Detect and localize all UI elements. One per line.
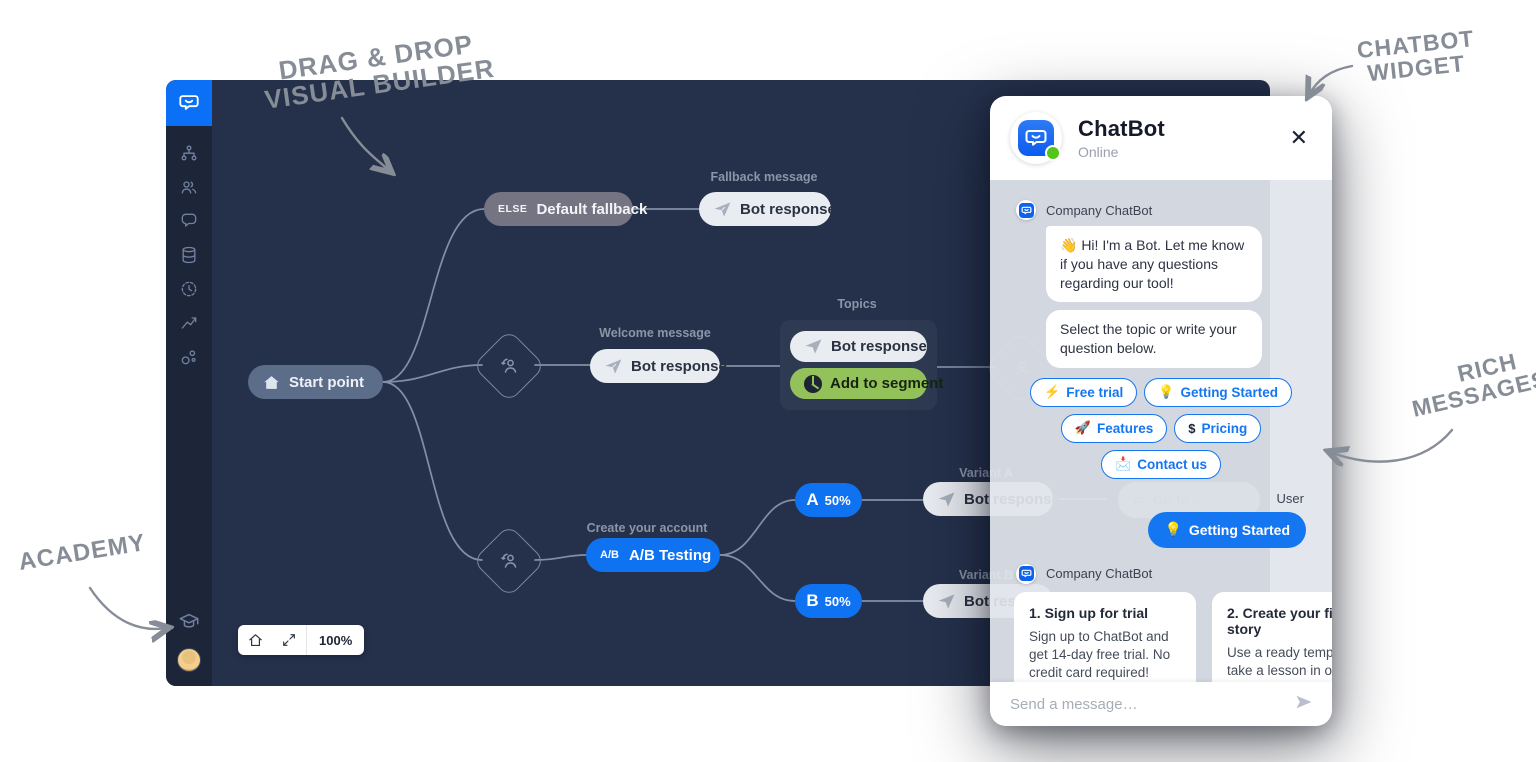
bot-message-header: Company ChatBot — [1016, 200, 1332, 220]
sidebar-item-chats[interactable] — [172, 204, 206, 238]
widget-title: ChatBot — [1078, 116, 1165, 141]
chat-bubble-icon — [181, 213, 197, 227]
bot-avatar — [1016, 563, 1036, 584]
rich-messages-annotation: RICH MESSAGES — [1409, 347, 1536, 423]
sidebar — [166, 80, 212, 686]
chatbot-widget: ChatBot Online ✕ Company ChatBot 👋 Hi! I… — [990, 96, 1332, 726]
segment-pie-icon — [804, 374, 822, 393]
widget-status: Online — [1078, 144, 1119, 160]
features-button[interactable]: 🚀 Features — [1060, 413, 1168, 443]
widget-header: ChatBot Online ✕ — [990, 96, 1332, 180]
user-avatar[interactable] — [177, 648, 201, 672]
bulb-icon: 💡 — [1158, 384, 1175, 400]
user-reply-bubble: 💡 Getting Started — [1148, 511, 1306, 548]
sidebar-item-team[interactable] — [172, 170, 206, 204]
topics-label: Topics — [837, 297, 877, 311]
trend-arrow-icon — [181, 317, 197, 329]
sidebar-item-academy[interactable] — [172, 604, 206, 638]
sidebar-item-history[interactable] — [172, 272, 206, 306]
card-title: 1. Sign up for trial — [1029, 604, 1149, 621]
fallback-bot-response-node[interactable]: Bot response — [699, 192, 836, 226]
sidebar-item-flows[interactable] — [172, 136, 206, 170]
welcome-message-label: Welcome message — [599, 326, 711, 340]
sidebar-item-chatbot-logo[interactable] — [166, 80, 212, 126]
rocket-icon: 🚀 — [1074, 420, 1091, 436]
free-trial-button[interactable]: ⚡ Free trial — [1030, 377, 1138, 407]
academy-cap-icon — [179, 613, 199, 628]
send-icon[interactable] — [1294, 692, 1314, 717]
online-status-dot — [1045, 145, 1061, 161]
card-body: Sign up to ChatBot and get 14-day free t… — [1029, 628, 1171, 681]
sidebar-item-segments[interactable] — [172, 340, 206, 374]
sidebar-item-reports[interactable] — [172, 306, 206, 340]
flows-icon — [181, 145, 197, 161]
user-label: User — [1276, 490, 1304, 506]
rich-message-carousel[interactable]: 1. Sign up for trial Sign up to ChatBot … — [1014, 591, 1332, 682]
topics-group[interactable]: Bot response Add to segment — [780, 320, 943, 410]
expand-icon — [283, 634, 295, 646]
home-icon — [248, 633, 262, 646]
dollar-icon: $ — [1188, 420, 1196, 436]
team-icon — [181, 181, 197, 194]
user-input-node[interactable] — [472, 329, 546, 403]
bulb-icon: 💡 — [1164, 521, 1182, 538]
card-create-story: 2. Create your first story Use a ready t… — [1212, 591, 1332, 682]
add-to-segment-node[interactable]: Add to segment — [790, 368, 943, 399]
getting-started-button[interactable]: 💡 Getting Started — [1144, 377, 1292, 407]
welcome-bot-response-node[interactable]: Bot response — [590, 349, 727, 383]
close-icon[interactable]: ✕ — [1289, 125, 1308, 150]
paper-plane-icon — [714, 201, 731, 217]
card-sign-up: 1. Sign up for trial Sign up to ChatBot … — [1014, 591, 1196, 682]
quick-replies: ⚡ Free trial 💡 Getting Started 🚀 Feature… — [1011, 377, 1311, 479]
contact-us-button[interactable]: 📩 Contact us — [1101, 449, 1221, 479]
bot-message: Select the topic or write your question … — [1046, 310, 1262, 368]
widget-conversation[interactable]: Company ChatBot 👋 Hi! I'm a Bot. Let me … — [990, 180, 1332, 682]
variant-a-node[interactable]: A 50% — [795, 483, 862, 517]
widget-avatar — [1010, 112, 1062, 164]
ab-testing-node[interactable]: A/B A/B Testing — [586, 538, 720, 572]
topics-bot-response-node[interactable]: Bot response — [790, 331, 927, 362]
ab-icon: A/B — [600, 548, 619, 561]
user-interaction-icon — [501, 358, 517, 373]
start-point-node[interactable]: Start point — [248, 365, 383, 399]
message-input[interactable] — [1008, 694, 1294, 714]
card-body: Use a ready template or take a lesson in… — [1227, 644, 1332, 682]
lightning-icon: ⚡ — [1044, 384, 1061, 400]
bot-name: Company ChatBot — [1046, 566, 1153, 582]
bubbles-icon — [181, 350, 196, 365]
home-icon — [264, 375, 279, 389]
database-icon — [182, 246, 196, 264]
fallback-message-label: Fallback message — [710, 170, 818, 184]
home-view-button[interactable] — [238, 625, 272, 655]
variant-b-node[interactable]: B 50% — [795, 584, 862, 618]
paper-plane-icon — [938, 491, 955, 507]
bot-message-header: Company ChatBot — [1016, 563, 1332, 584]
bot-name: Company ChatBot — [1046, 202, 1153, 218]
fit-screen-button[interactable] — [272, 625, 306, 655]
bot-message: 👋 Hi! I'm a Bot. Let me know if you have… — [1046, 226, 1262, 303]
pricing-button[interactable]: $ Pricing — [1174, 413, 1262, 443]
paper-plane-icon — [938, 593, 955, 609]
clock-icon — [181, 281, 197, 297]
bot-avatar — [1016, 200, 1036, 220]
zoom-level[interactable]: 100% — [319, 632, 353, 648]
widget-footer — [990, 682, 1332, 726]
paper-plane-icon — [605, 358, 622, 374]
mail-icon: 📩 — [1115, 456, 1132, 472]
user-interaction-icon — [501, 553, 517, 568]
paper-plane-icon — [805, 339, 822, 354]
academy-annotation: ACADEMY — [16, 529, 148, 576]
user-input-node[interactable] — [472, 524, 546, 598]
card-title: 2. Create your first story — [1227, 604, 1332, 637]
chatbot-widget-annotation: CHATBOT WIDGET — [1355, 24, 1476, 87]
sidebar-item-data[interactable] — [172, 238, 206, 272]
create-account-label: Create your account — [586, 521, 708, 535]
zoom-controls: 100% — [238, 625, 365, 655]
chatbot-logo-icon — [179, 95, 199, 110]
default-fallback-node[interactable]: ELSE Default fallback — [484, 192, 647, 226]
